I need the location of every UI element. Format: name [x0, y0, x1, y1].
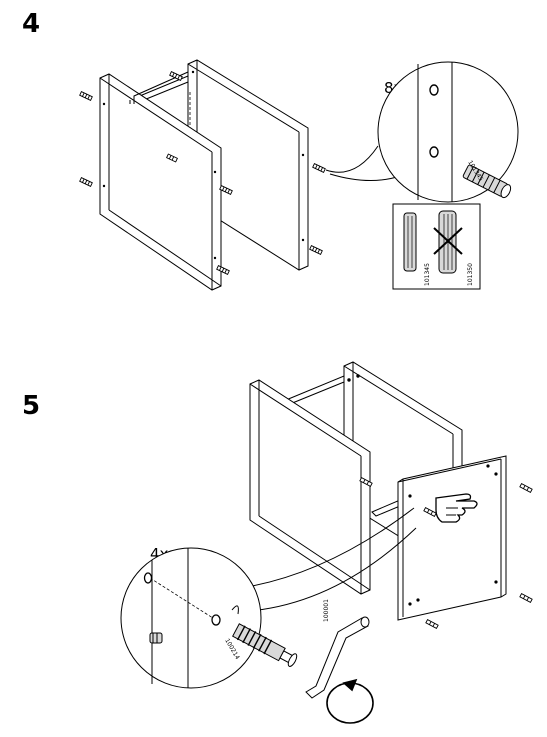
top-rail	[285, 375, 345, 405]
dowel-part	[462, 164, 512, 199]
dowel-comparison-box: 101345 101350	[392, 203, 481, 290]
wrong-part-number: 101350	[467, 263, 474, 286]
front-side-panel	[99, 73, 222, 291]
correct-part-number: 101345	[424, 263, 431, 286]
wrong-dowel: 101350	[433, 210, 474, 286]
step-5: 5	[22, 361, 533, 724]
dowels	[79, 71, 326, 275]
dowel-detail-callout: 8x 101345	[325, 61, 519, 203]
step-number: 5	[22, 391, 40, 421]
tool-part-number: 100001	[323, 599, 330, 622]
shelf	[129, 71, 189, 104]
rotate-arrow-icon	[326, 678, 374, 724]
step-number: 4	[22, 9, 40, 39]
cam-detail-callout: 4x 100214	[120, 545, 298, 689]
cam-bolt-part	[232, 623, 298, 667]
cross-out-icon	[433, 227, 463, 255]
step-4: 4	[22, 9, 519, 291]
cam-screws	[359, 476, 533, 630]
correct-dowel: 101345	[403, 212, 431, 286]
cam-bolt-small	[149, 632, 163, 644]
allen-key-tool: 100001	[305, 599, 370, 699]
front-side-panel	[249, 379, 371, 595]
pointing-hand-icon	[435, 493, 478, 523]
panel-holes	[102, 70, 305, 260]
end-panel	[397, 455, 507, 621]
